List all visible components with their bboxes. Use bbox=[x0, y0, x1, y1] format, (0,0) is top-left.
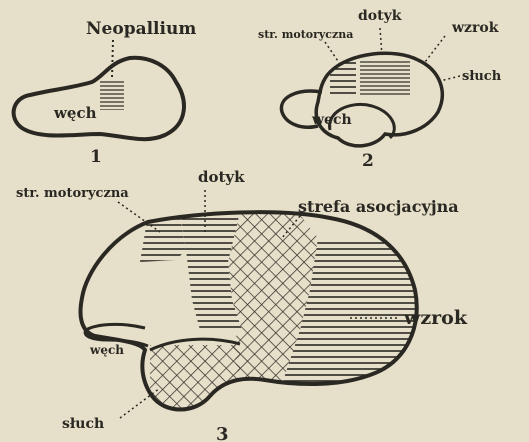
figure-2: str. motoryczna dotyk wzrok słuch węch 2 bbox=[258, 8, 502, 171]
fig2-motor-pointer bbox=[325, 42, 340, 64]
fig2-number: 2 bbox=[362, 151, 374, 171]
fig3-motor-label: str. motoryczna bbox=[16, 186, 129, 201]
fig3-number: 3 bbox=[216, 424, 229, 442]
fig1-brain-outline bbox=[14, 58, 184, 139]
fig2-wech-label: węch bbox=[311, 112, 352, 128]
fig2-motor-zone bbox=[330, 58, 356, 98]
fig3-hearing-label: słuch bbox=[62, 416, 104, 432]
fig3-association-label: strefa asocjacyjna bbox=[298, 197, 459, 216]
fig3-wech-label: węch bbox=[89, 343, 124, 357]
fig2-touch-label: dotyk bbox=[358, 8, 402, 24]
figure-3: str. motoryczna dotyk strefa asocjacyjna… bbox=[16, 168, 468, 442]
figure-1: Neopallium węch 1 bbox=[14, 19, 197, 167]
fig2-touch-zone bbox=[360, 60, 410, 96]
fig1-number: 1 bbox=[90, 147, 102, 167]
fig3-touch-label: dotyk bbox=[198, 168, 245, 186]
fig2-vision-pointer bbox=[425, 36, 445, 62]
fig1-neopallium-pointer bbox=[112, 40, 113, 78]
fig1-wech-label: węch bbox=[53, 104, 97, 122]
fig1-neopallium-hatch bbox=[100, 80, 124, 110]
fig3-vision-label: wzrok bbox=[403, 307, 468, 329]
fig2-motor-label: str. motoryczna bbox=[258, 28, 353, 41]
fig1-neopallium-label: Neopallium bbox=[86, 19, 196, 39]
fig2-vision-label: wzrok bbox=[451, 20, 499, 36]
fig2-hearing-label: słuch bbox=[462, 69, 502, 84]
